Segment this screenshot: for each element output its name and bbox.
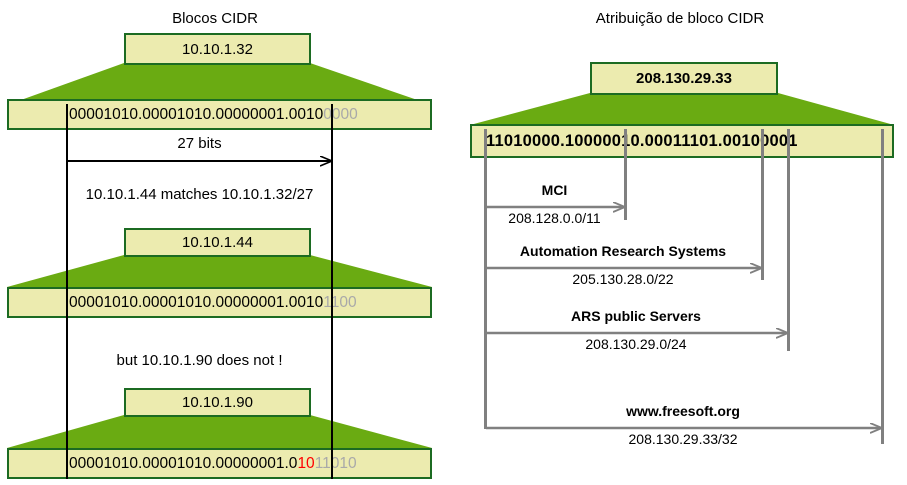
address-box-1-label: 10.10.1.32 <box>182 40 253 58</box>
note-nomatch: but 10.10.1.90 does not ! <box>116 352 283 369</box>
address-box-2: 10.10.1.44 <box>124 228 311 257</box>
bits-black-2: 00001010.00001010.00000001.0010 <box>69 293 324 311</box>
guide-line-r1 <box>484 129 487 429</box>
right-bits-content: 11010000.10000010.00011101.00100001 <box>486 131 798 150</box>
left-panel-title: Blocos CIDR <box>172 10 258 27</box>
bits-box-1-content: 00001010.00001010.00000001.00100000 <box>9 106 358 124</box>
bits-gray-3: 11010 <box>314 454 357 472</box>
bits-box-3-content: 00001010.00001010.00000001.01011010 <box>9 455 357 473</box>
guide-line-r3 <box>761 129 764 280</box>
bits-gray-2: 1100 <box>323 293 357 311</box>
bits-box-2-content: 00001010.00001010.00000001.00101100 <box>9 294 357 312</box>
address-box-2-label: 10.10.1.44 <box>182 234 253 251</box>
bits-black-1: 00001010.00001010.00000001.0010 <box>69 105 324 123</box>
guide-line-left-prefix-end <box>331 104 333 479</box>
allocation-1-prefix: 205.130.28.0/22 <box>572 271 674 287</box>
allocation-3-prefix: 208.130.29.33/32 <box>628 431 738 447</box>
bits-box-1: 00001010.00001010.00000001.00100000 <box>7 99 432 130</box>
allocation-0-prefix: 208.128.0.0/11 <box>508 210 601 226</box>
guide-line-r4 <box>787 129 790 351</box>
allocation-2-name: ARS public Servers <box>571 308 701 324</box>
funnel-shape-1 <box>7 63 432 105</box>
address-box-3: 10.10.1.90 <box>124 388 311 417</box>
allocation-1-name: Automation Research Systems <box>519 243 727 259</box>
funnel-shape-right <box>470 93 894 125</box>
right-panel-title: Atribuição de bloco CIDR <box>595 10 765 27</box>
allocation-0-name: MCI <box>541 182 568 198</box>
bits-gray-1: 0000 <box>323 105 358 123</box>
bits-box-2: 00001010.00001010.00000001.00101100 <box>7 287 432 318</box>
guide-line-r5 <box>881 129 884 444</box>
funnel-shape-2 <box>7 255 432 287</box>
span-label: 27 bits <box>177 135 222 152</box>
address-box-1: 10.10.1.32 <box>124 33 311 65</box>
bits-black-3: 00001010.00001010.00000001.0 <box>69 454 298 472</box>
allocation-2-prefix: 208.130.29.0/24 <box>585 336 687 352</box>
funnel-shape-3 <box>7 415 432 448</box>
guide-line-left-start <box>66 104 68 479</box>
address-box-3-label: 10.10.1.90 <box>182 394 253 411</box>
bits-box-3: 00001010.00001010.00000001.01011010 <box>7 448 432 479</box>
note-match: 10.10.1.44 matches 10.10.1.32/27 <box>85 186 314 203</box>
guide-line-r2 <box>624 129 627 220</box>
bits-red-3: 10 <box>297 454 315 472</box>
right-address-label: 208.130.29.33 <box>636 70 732 87</box>
right-address-box: 208.130.29.33 <box>590 62 778 95</box>
right-bits-box: 11010000.10000010.00011101.00100001 <box>470 124 894 158</box>
allocation-3-name: www.freesoft.org <box>626 403 740 419</box>
